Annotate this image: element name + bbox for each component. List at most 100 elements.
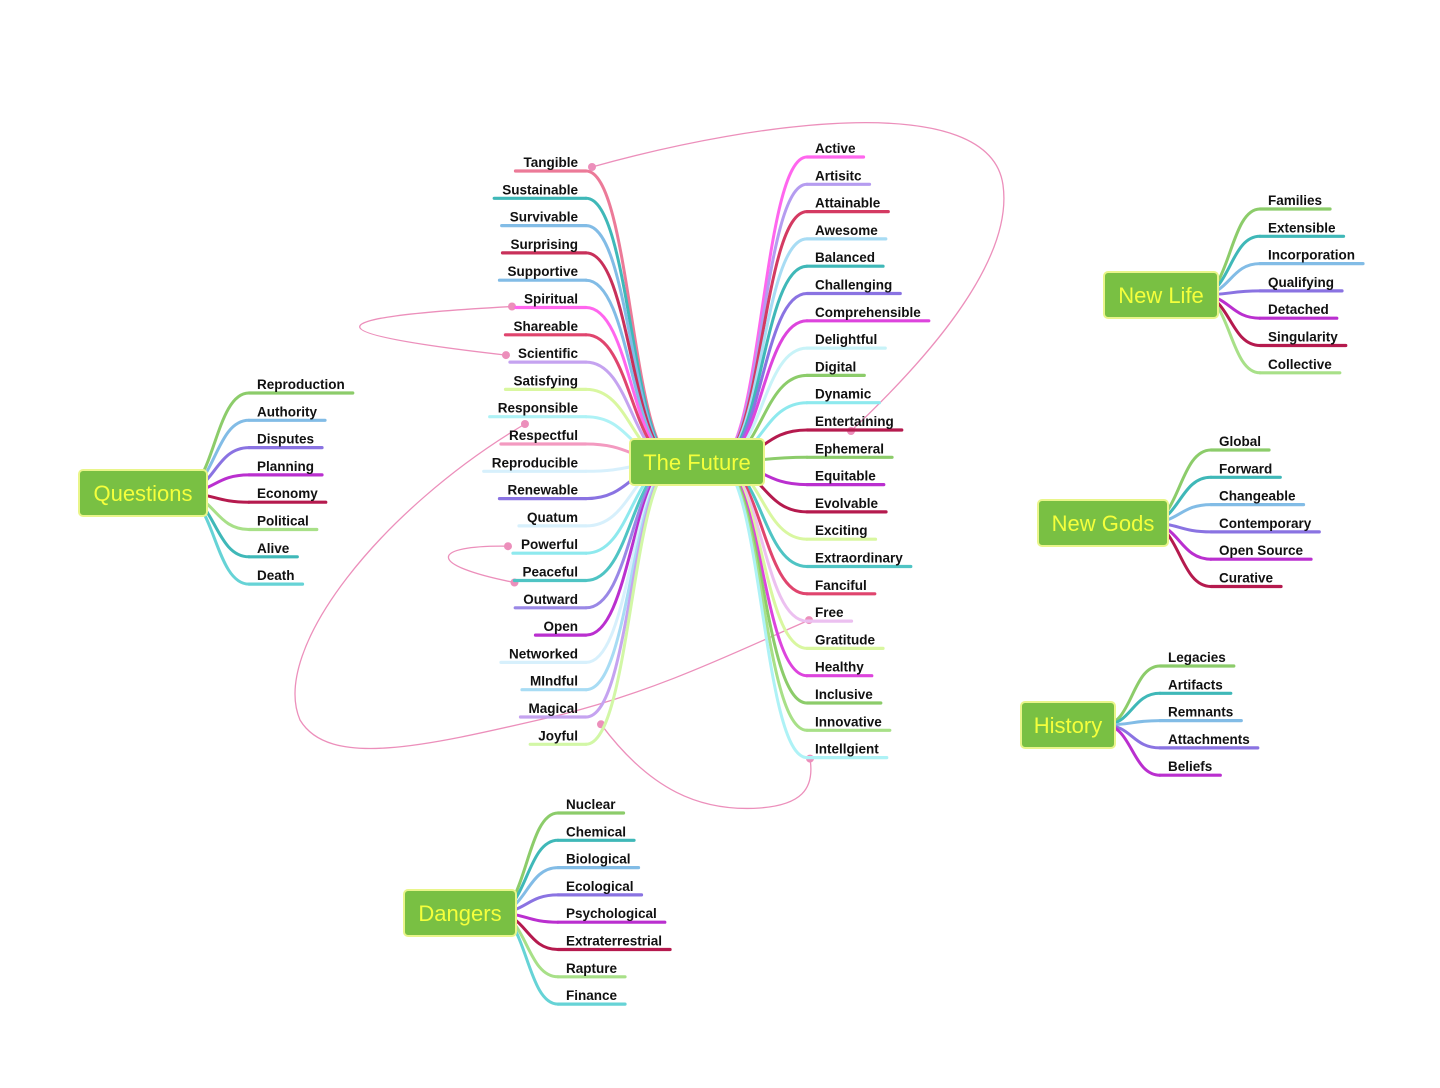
- topic-questions[interactable]: Questions: [78, 469, 208, 517]
- relationship-tangible-entertaining-start-handle[interactable]: [588, 163, 596, 171]
- relationship-respectful-free-start-handle[interactable]: [520, 420, 529, 428]
- leaf-innovative[interactable]: Innovative: [805, 714, 892, 732]
- leaf-active[interactable]: Active: [805, 141, 866, 159]
- leaf-disputes[interactable]: Disputes: [247, 432, 324, 450]
- leaf-exciting[interactable]: Exciting: [805, 523, 878, 541]
- leaf-spiritual[interactable]: Spiritual: [514, 292, 588, 310]
- leaf-free[interactable]: Free: [805, 605, 854, 623]
- leaf-powerful[interactable]: Powerful: [511, 537, 588, 555]
- leaf-responsible[interactable]: Responsible: [488, 401, 588, 419]
- leaf-forward[interactable]: Forward: [1209, 461, 1282, 479]
- leaf-balanced[interactable]: Balanced: [805, 250, 885, 268]
- topic-history-box: [1020, 701, 1116, 749]
- relationship-joyful-intellgient[interactable]: [597, 720, 814, 810]
- leaf-qualifying[interactable]: Qualifying: [1258, 275, 1344, 293]
- leaf-families[interactable]: Families: [1258, 193, 1332, 211]
- leaf-singularity[interactable]: Singularity: [1258, 330, 1348, 348]
- leaf-incorporation[interactable]: Incorporation: [1258, 248, 1365, 266]
- leaf-detached[interactable]: Detached: [1258, 302, 1339, 320]
- leaf-psychological[interactable]: Psychological: [556, 906, 667, 924]
- leaf-planning[interactable]: Planning: [247, 459, 324, 477]
- leaf-scientific[interactable]: Scientific: [508, 346, 588, 364]
- leaf-beliefs[interactable]: Beliefs: [1158, 759, 1222, 777]
- leaf-planning-label: Planning: [257, 459, 314, 474]
- leaf-attachments[interactable]: Attachments: [1158, 732, 1260, 750]
- leaf-extensible[interactable]: Extensible: [1258, 220, 1346, 238]
- leaf-changeable[interactable]: Changeable: [1209, 489, 1306, 507]
- relationship-spiritual-scientific-end-handle[interactable]: [501, 351, 510, 360]
- topic-dangers[interactable]: Dangers: [403, 889, 517, 937]
- leaf-quatum[interactable]: Quatum: [517, 510, 588, 528]
- leaf-shareable[interactable]: Shareable: [503, 319, 588, 337]
- leaf-reproducible[interactable]: Reproducible: [482, 455, 588, 473]
- leaf-legacies[interactable]: Legacies: [1158, 650, 1236, 668]
- leaf-sustainable[interactable]: Sustainable: [492, 182, 588, 200]
- leaf-intellgient[interactable]: Intellgient: [805, 742, 889, 760]
- leaf-artisitc[interactable]: Artisitc: [805, 168, 872, 186]
- leaf-open-source[interactable]: Open Source: [1209, 543, 1313, 561]
- leaf-surprising[interactable]: Surprising: [500, 237, 588, 255]
- leaf-rapture[interactable]: Rapture: [556, 961, 627, 979]
- leaf-peaceful[interactable]: Peaceful: [512, 565, 588, 583]
- leaf-joyful[interactable]: Joyful: [528, 728, 588, 746]
- leaf-gratitude[interactable]: Gratitude: [805, 632, 885, 651]
- leaf-survivable[interactable]: Survivable: [500, 210, 588, 228]
- leaf-inclusive[interactable]: Inclusive: [805, 687, 883, 705]
- leaf-dynamic[interactable]: Dynamic: [805, 387, 881, 405]
- relationship-spiritual-scientific[interactable]: [359, 302, 516, 360]
- leaf-outward[interactable]: Outward: [513, 592, 588, 610]
- leaf-mindful[interactable]: MIndful: [520, 674, 588, 692]
- leaf-supportive[interactable]: Supportive: [497, 264, 588, 282]
- leaf-challenging[interactable]: Challenging: [805, 278, 902, 296]
- leaf-extraordinary[interactable]: Extraordinary: [805, 551, 913, 569]
- leaf-curative[interactable]: Curative: [1209, 571, 1283, 589]
- topic-history-label: History: [1034, 713, 1102, 738]
- leaf-equitable[interactable]: Equitable: [805, 469, 886, 487]
- leaf-ephemeral[interactable]: Ephemeral: [805, 441, 894, 459]
- leaf-political[interactable]: Political: [247, 514, 319, 532]
- leaf-healthy[interactable]: Healthy: [805, 660, 874, 678]
- leaf-collective[interactable]: Collective: [1258, 357, 1342, 375]
- relationship-spiritual-scientific-start-handle[interactable]: [507, 302, 516, 311]
- leaf-remnants[interactable]: Remnants: [1158, 705, 1243, 723]
- leaf-comprehensible[interactable]: Comprehensible: [805, 305, 931, 323]
- leaf-chemical[interactable]: Chemical: [556, 824, 636, 842]
- leaf-renewable[interactable]: Renewable: [497, 483, 588, 501]
- leaf-magical[interactable]: Magical: [518, 701, 588, 719]
- topic-history[interactable]: History: [1020, 701, 1116, 749]
- leaf-reproduction[interactable]: Reproduction: [247, 377, 355, 395]
- topic-new-life[interactable]: New Life: [1103, 271, 1219, 319]
- leaf-delightful[interactable]: Delightful: [805, 332, 887, 350]
- leaf-ecological[interactable]: Ecological: [556, 879, 644, 897]
- leaf-global[interactable]: Global: [1209, 434, 1271, 452]
- leaf-evolvable[interactable]: Evolvable: [805, 496, 888, 514]
- topic-new-gods[interactable]: New Gods: [1037, 499, 1169, 547]
- leaf-attainable[interactable]: Attainable: [805, 196, 890, 214]
- leaf-quatum-label: Quatum: [527, 510, 578, 525]
- leaf-contemporary[interactable]: Contemporary: [1209, 516, 1321, 534]
- leaf-authority[interactable]: Authority: [247, 404, 327, 422]
- leaf-open[interactable]: Open: [533, 619, 588, 637]
- leaf-alive[interactable]: Alive: [247, 541, 299, 559]
- leaf-biological[interactable]: Biological: [556, 852, 641, 870]
- leaf-surprising-label: Surprising: [510, 237, 578, 252]
- leaf-networked[interactable]: Networked: [499, 646, 588, 665]
- leaf-entertaining[interactable]: Entertaining: [805, 414, 904, 432]
- leaf-artifacts[interactable]: Artifacts: [1158, 677, 1233, 695]
- leaf-economy[interactable]: Economy: [247, 486, 328, 504]
- relationship-powerful-peaceful-start-handle[interactable]: [503, 542, 512, 551]
- leaf-fanciful[interactable]: Fanciful: [805, 578, 877, 596]
- leaf-tangible[interactable]: Tangible: [513, 155, 588, 173]
- leaf-awesome[interactable]: Awesome: [805, 223, 888, 241]
- relationship-tangible-entertaining[interactable]: [588, 122, 1005, 435]
- leaf-respectful[interactable]: Respectful: [499, 428, 588, 446]
- central-topic-the-future[interactable]: The Future: [629, 438, 765, 486]
- leaf-death[interactable]: Death: [247, 568, 305, 586]
- leaf-extraterrestrial[interactable]: Extraterrestrial: [556, 934, 672, 952]
- relationship-powerful-peaceful[interactable]: [447, 542, 519, 587]
- leaf-nuclear[interactable]: Nuclear: [556, 797, 626, 815]
- leaf-satisfying[interactable]: Satisfying: [503, 373, 588, 391]
- leaf-digital[interactable]: Digital: [805, 359, 866, 377]
- branches: [178, 155, 1262, 1006]
- leaf-finance[interactable]: Finance: [556, 988, 627, 1006]
